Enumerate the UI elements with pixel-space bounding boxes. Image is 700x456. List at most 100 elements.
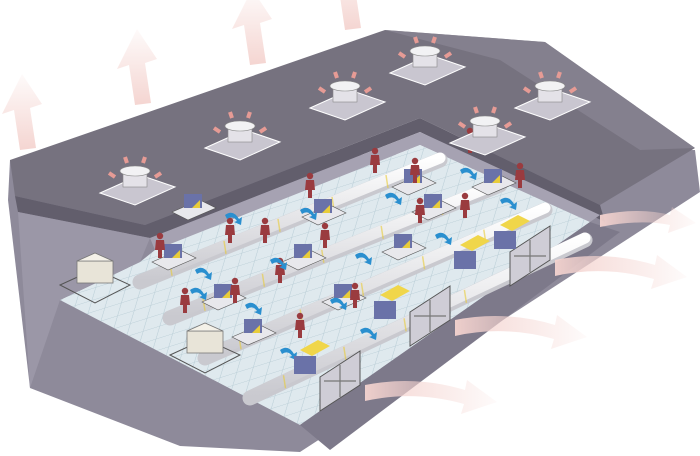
- fan-exhaust-flow: [397, 36, 453, 59]
- roof-exhaust-fan-icon: [409, 45, 441, 57]
- worker-head: [156, 232, 164, 240]
- worker-head: [411, 157, 419, 165]
- roof-ridge-light: [385, 30, 695, 150]
- wall-exhaust-fans: [294, 215, 551, 412]
- worker-head: [181, 287, 189, 295]
- machine-part: [222, 290, 230, 298]
- duct-band: [202, 297, 206, 311]
- worker-icon: [370, 155, 380, 173]
- worker-icon: [260, 225, 270, 243]
- equipment-box: [494, 231, 516, 249]
- worker-icon: [460, 200, 470, 218]
- airflow-arrow-icon: [245, 302, 262, 315]
- worker-icon: [295, 320, 305, 338]
- worker-head: [321, 222, 329, 230]
- factory-floor: [60, 145, 590, 425]
- worker-icon: [305, 180, 315, 198]
- airflow-arrow-icon: [385, 192, 402, 205]
- fan-exhaust-flow: [107, 156, 163, 179]
- exhaust-arrow-icon: [340, 0, 361, 30]
- exhaust-arrow-icon: [600, 207, 696, 233]
- evaporative-cooler-icon: [76, 260, 114, 284]
- yellow-panel: [380, 285, 410, 301]
- duct-band: [277, 218, 281, 232]
- worker-icon: [230, 285, 240, 303]
- airflow-arrow-icon: [270, 257, 287, 270]
- duct-band: [463, 289, 468, 303]
- fan-grille: [414, 300, 446, 332]
- roof-exhaust-fan-icon: [224, 120, 256, 132]
- yellow-panel: [460, 235, 490, 251]
- left-cut-wall: [18, 212, 150, 388]
- exhaust-arrow-icon: [117, 29, 157, 105]
- worker-icon: [180, 295, 190, 313]
- worker-head: [226, 217, 234, 225]
- worker-icon: [350, 290, 360, 308]
- roof: [10, 30, 695, 225]
- machine-part: [402, 240, 410, 248]
- duct-band: [421, 256, 426, 270]
- machine-part: [172, 250, 180, 258]
- exhaust-arrow-icon: [555, 255, 687, 289]
- worker-head: [466, 127, 474, 135]
- worker-head: [416, 197, 424, 205]
- worker-icon: [155, 240, 165, 258]
- worker-head: [296, 312, 304, 320]
- equipment-box: [294, 356, 316, 374]
- worker-icon: [320, 230, 330, 248]
- fan-grille: [514, 240, 546, 272]
- airflow-arrow-icon: [190, 287, 207, 300]
- duct-band: [261, 273, 266, 287]
- worker-head: [461, 192, 469, 200]
- evaporative-cooler-icon: [186, 330, 224, 354]
- airflow-arrow-icon: [355, 252, 372, 265]
- machine-part: [192, 200, 200, 208]
- exhaust-arrow-icon: [365, 380, 497, 414]
- roof-exhaust-fan-icon: [119, 165, 151, 177]
- wall-exhaust-arrows: [365, 207, 696, 414]
- worker-head: [351, 282, 359, 290]
- fan-grille: [324, 365, 356, 397]
- machine-part: [492, 175, 500, 183]
- equipment-box: [374, 301, 396, 319]
- worker-icon: [410, 165, 420, 183]
- roof-edge: [15, 118, 605, 238]
- exhaust-arrow-icon: [2, 74, 42, 150]
- airflow-arrow-icon: [435, 232, 452, 245]
- airflow-arrow-icon: [360, 327, 377, 340]
- yellow-panel: [300, 340, 330, 356]
- roof-exhaust-fan-icon: [469, 115, 501, 127]
- duct-band: [403, 318, 407, 332]
- duct-band: [380, 225, 384, 239]
- fan-exhaust-flow: [522, 71, 578, 94]
- worker-icon: [515, 170, 525, 188]
- airflow-arrow-icon: [300, 207, 317, 220]
- cooler-top: [186, 322, 224, 332]
- airflow-arrows: [190, 167, 517, 360]
- worker-head: [306, 172, 314, 180]
- duct-band: [223, 240, 227, 254]
- worker-head: [261, 217, 269, 225]
- roof-exhaust-fan-icon: [329, 80, 361, 92]
- machine-part: [252, 325, 260, 333]
- duct-band: [360, 282, 365, 297]
- machine-part: [322, 205, 330, 213]
- worker-head: [231, 277, 239, 285]
- duct-band: [282, 375, 287, 389]
- worker-icon: [225, 225, 235, 243]
- fan-exhaust-flow: [212, 111, 268, 134]
- worker-head: [371, 147, 379, 155]
- machine-part: [432, 200, 440, 208]
- exhaust-arrow-icon: [455, 315, 587, 349]
- worker-icon: [275, 265, 285, 283]
- worker-head: [516, 162, 524, 170]
- workstations: [151, 169, 517, 346]
- airflow-arrow-icon: [330, 297, 347, 310]
- duct-band: [343, 346, 347, 360]
- fan-exhaust-flow: [457, 106, 513, 129]
- exhaust-arrow-icon: [232, 0, 272, 65]
- worker-icon: [415, 205, 425, 223]
- equipment-box: [454, 251, 476, 269]
- airflow-arrow-icon: [280, 347, 297, 360]
